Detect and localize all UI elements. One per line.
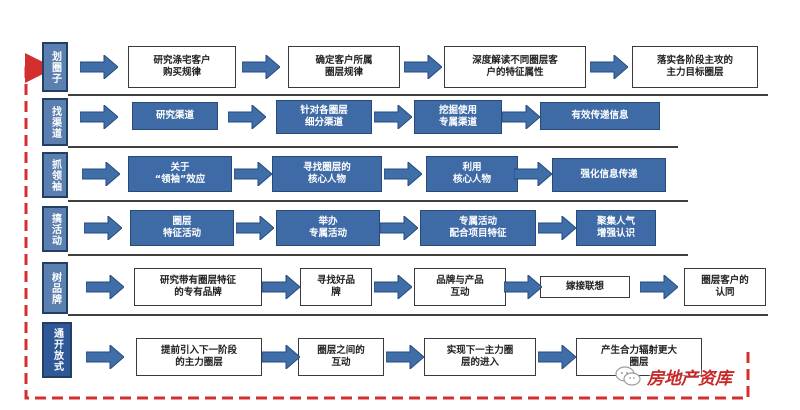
stage-tab-4: 搞活动 — [42, 206, 68, 252]
row-line — [68, 146, 678, 148]
arrow-icon — [82, 162, 120, 186]
stage-tab-5: 树品牌 — [42, 262, 68, 314]
step-3-1: 关于 “领袖”效应 — [128, 156, 232, 192]
arrow-icon — [514, 162, 552, 186]
step-1-4: 落实各阶段主攻的 主力目标圈层 — [632, 46, 758, 88]
arrow-icon — [640, 275, 678, 299]
step-2-3: 挖掘使用 专属渠道 — [414, 100, 502, 134]
stage-tab-6: 通开放式 — [42, 322, 72, 378]
arrow-icon — [80, 55, 118, 79]
step-2-1: 研究渠道 — [132, 102, 218, 130]
arrow-icon — [404, 55, 442, 79]
arrow-icon — [236, 216, 274, 240]
watermark-text: 房地产资库 — [647, 368, 732, 389]
arrow-icon — [262, 345, 300, 369]
arrow-icon — [380, 216, 418, 240]
step-5-5: 圈层客户的 认同 — [684, 268, 766, 306]
stage-label: 划圈子 — [49, 50, 61, 84]
arrow-icon — [384, 162, 422, 186]
arrow-icon — [228, 105, 266, 129]
wechat-icon — [615, 366, 641, 386]
arrow-icon — [234, 162, 272, 186]
step-6-3: 实现下一主力圈 层的进入 — [424, 338, 536, 376]
stage-tab-2: 找渠道 — [42, 98, 68, 146]
step-3-3: 利用 核心人物 — [426, 156, 518, 192]
watermark: 房地产资库 — [615, 360, 800, 392]
step-5-3: 品牌与产品 互动 — [414, 268, 506, 306]
arrow-icon — [386, 345, 424, 369]
arrow-icon — [242, 55, 280, 79]
step-4-4: 聚集人气 增强认识 — [576, 210, 656, 246]
step-1-3: 深度解读不同圈层客 户的特征属性 — [444, 46, 586, 88]
row-line — [68, 254, 688, 256]
row-line — [68, 94, 768, 96]
step-6-4: 产生合力辐射更大 圈层 — [576, 338, 702, 376]
arrow-icon — [590, 55, 628, 79]
step-3-4: 强化信息传递 — [552, 158, 666, 192]
step-3-2: 寻找圈层的 核心人物 — [272, 156, 382, 192]
step-6-1: 提前引入下一阶段 的主力圈层 — [136, 338, 262, 376]
stage-tab-3: 抓领袖 — [42, 152, 68, 198]
arrow-icon — [504, 275, 542, 299]
step-5-4: 嫁接联想 — [540, 276, 630, 298]
step-5-2: 寻找好品 牌 — [300, 268, 372, 306]
step-2-4: 有效传递信息 — [540, 102, 660, 130]
step-6-2: 圈层之间的 互动 — [298, 338, 384, 376]
arrow-icon — [538, 216, 576, 240]
step-4-3: 专属活动 配合项目特征 — [420, 210, 536, 246]
arrow-icon — [502, 105, 540, 129]
step-4-2: 举办 专属活动 — [276, 210, 380, 246]
arrow-icon — [86, 345, 124, 369]
step-4-1: 圈层 特征活动 — [130, 210, 234, 246]
arrow-icon — [86, 275, 124, 299]
step-1-2: 确定客户所属 圈层规律 — [288, 46, 400, 88]
step-1-1: 研究涤宅客户 购买规律 — [128, 46, 236, 88]
arrow-icon — [80, 105, 118, 129]
row-line — [68, 314, 768, 316]
arrow-icon — [538, 345, 576, 369]
step-2-2: 针对各圈层 细分渠道 — [276, 100, 372, 134]
stage-tab-1: 划圈子 — [42, 42, 68, 92]
step-5-1: 研究带有圈层特征 的专有品牌 — [134, 268, 262, 306]
arrow-icon — [374, 105, 412, 129]
arrow-icon — [374, 275, 412, 299]
arrow-icon — [84, 216, 122, 240]
row-line — [68, 200, 688, 202]
arrow-icon — [262, 275, 300, 299]
